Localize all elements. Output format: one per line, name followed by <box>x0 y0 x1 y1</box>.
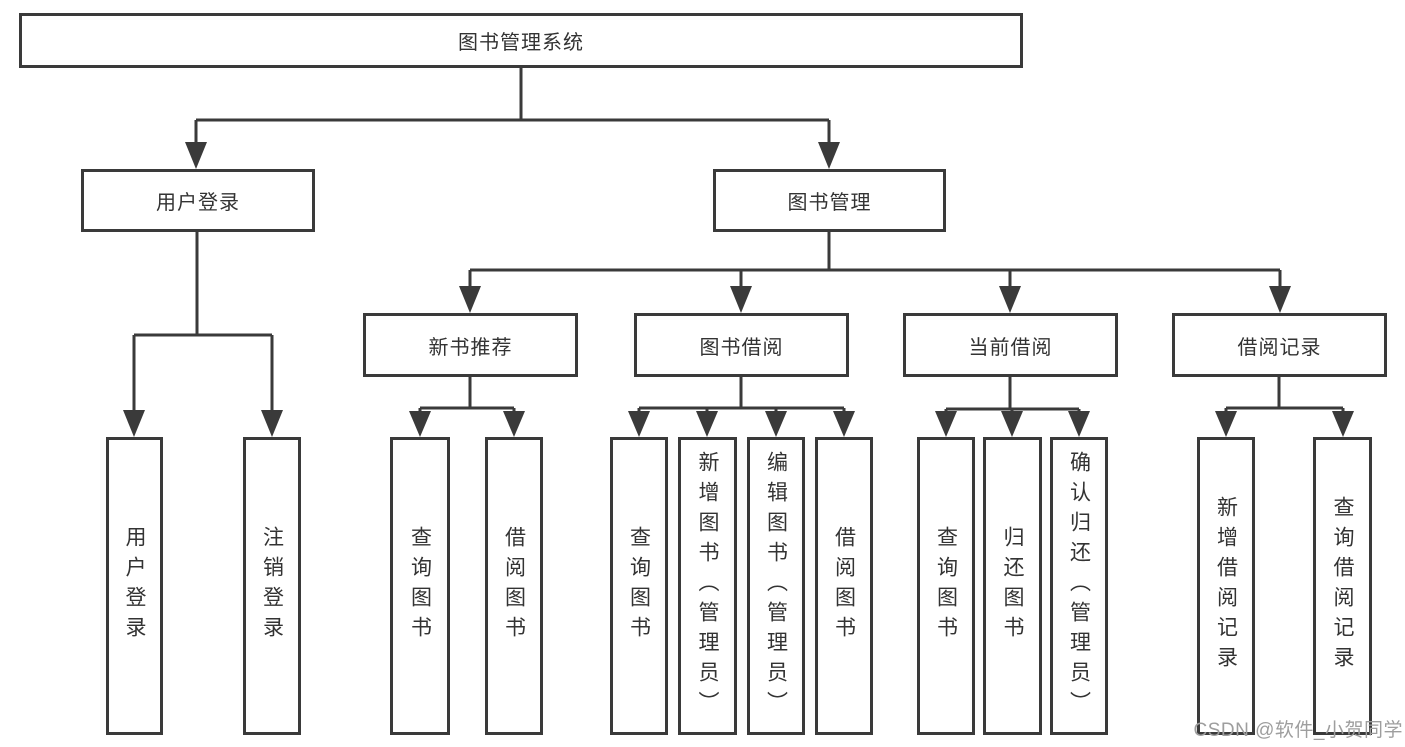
arrowhead <box>1215 411 1237 437</box>
arrowhead <box>628 411 650 437</box>
watermark: CSDN @软件_小贺同学 <box>1193 720 1403 741</box>
arrowhead <box>1068 411 1090 437</box>
node-root-label: 图书管理系统 <box>458 32 584 54</box>
arrowhead <box>261 410 283 437</box>
leaf-borrow-edit-book-label: 编辑图书（管理员） <box>764 451 788 721</box>
leaf-borrow-book: 借阅图书 <box>815 437 873 735</box>
node-book-management-label: 图书管理 <box>787 192 872 214</box>
leaf-confirm-return-label: 确认归还（管理员） <box>1067 451 1091 721</box>
arrowhead <box>818 142 840 169</box>
arrowhead <box>1269 286 1291 313</box>
node-book-borrow-label: 图书借阅 <box>699 336 784 359</box>
node-user-login: 用户登录 <box>81 169 315 232</box>
arrowhead <box>409 411 431 437</box>
node-current-borrow-label: 当前借阅 <box>968 336 1053 359</box>
arrowhead <box>503 411 525 437</box>
node-new-book-recommend-label: 新书推荐 <box>428 336 513 359</box>
leaf-user-login: 用户登录 <box>106 437 163 735</box>
leaf-add-borrow-record-label: 新增借阅记录 <box>1214 496 1238 676</box>
node-new-book-recommend: 新书推荐 <box>363 313 578 377</box>
connector-current-borrow-children <box>944 377 1081 412</box>
leaf-newbook-query-label: 查询图书 <box>408 526 432 646</box>
arrowhead <box>123 410 145 437</box>
leaf-confirm-return: 确认归还（管理员） <box>1050 437 1108 735</box>
leaf-borrow-query-label: 查询图书 <box>627 526 651 646</box>
node-book-management: 图书管理 <box>713 169 946 232</box>
connector-new-books-children <box>418 377 516 412</box>
node-user-login-label: 用户登录 <box>156 192 240 214</box>
arrowhead <box>765 411 787 437</box>
leaf-borrow-add-book: 新增图书（管理员） <box>678 437 737 735</box>
leaf-query-borrow-record-label: 查询借阅记录 <box>1331 496 1354 676</box>
leaf-current-query: 查询图书 <box>917 437 975 735</box>
connector-user-login-children <box>132 232 274 412</box>
leaf-query-borrow-record: 查询借阅记录 <box>1313 437 1372 735</box>
arrowhead <box>730 286 752 313</box>
connector-root-to-branches <box>194 68 831 144</box>
leaf-borrow-edit-book: 编辑图书（管理员） <box>747 437 805 735</box>
leaf-newbook-query: 查询图书 <box>390 437 450 735</box>
connector-borrow-record-children <box>1224 377 1345 412</box>
connector-book-borrow-children <box>637 377 846 412</box>
arrowhead <box>833 411 855 437</box>
arrowhead <box>185 142 207 169</box>
leaf-newbook-borrow: 借阅图书 <box>485 437 543 735</box>
arrowhead <box>459 286 481 313</box>
leaf-newbook-borrow-label: 借阅图书 <box>502 526 526 646</box>
connector-book-mgmt-children <box>468 232 1282 288</box>
node-root: 图书管理系统 <box>19 13 1023 68</box>
leaf-current-query-label: 查询图书 <box>934 526 958 646</box>
leaf-borrow-query: 查询图书 <box>610 437 668 735</box>
leaf-logout-label: 注销登录 <box>260 526 284 646</box>
arrowhead <box>935 411 957 437</box>
arrowhead <box>999 286 1021 313</box>
node-borrow-record-label: 借阅记录 <box>1237 336 1322 359</box>
arrowhead <box>1001 411 1023 437</box>
leaf-user-login-label: 用户登录 <box>123 526 146 646</box>
leaf-borrow-book-label: 借阅图书 <box>832 526 856 646</box>
node-current-borrow: 当前借阅 <box>903 313 1118 377</box>
arrowhead <box>696 411 718 437</box>
arrowhead <box>1332 411 1354 437</box>
leaf-logout: 注销登录 <box>243 437 301 735</box>
leaf-return-book-label: 归还图书 <box>1001 526 1024 646</box>
leaf-add-borrow-record: 新增借阅记录 <box>1197 437 1255 735</box>
leaf-borrow-add-book-label: 新增图书（管理员） <box>696 451 719 721</box>
node-book-borrow: 图书借阅 <box>634 313 849 377</box>
node-borrow-record: 借阅记录 <box>1172 313 1387 377</box>
leaf-return-book: 归还图书 <box>983 437 1042 735</box>
